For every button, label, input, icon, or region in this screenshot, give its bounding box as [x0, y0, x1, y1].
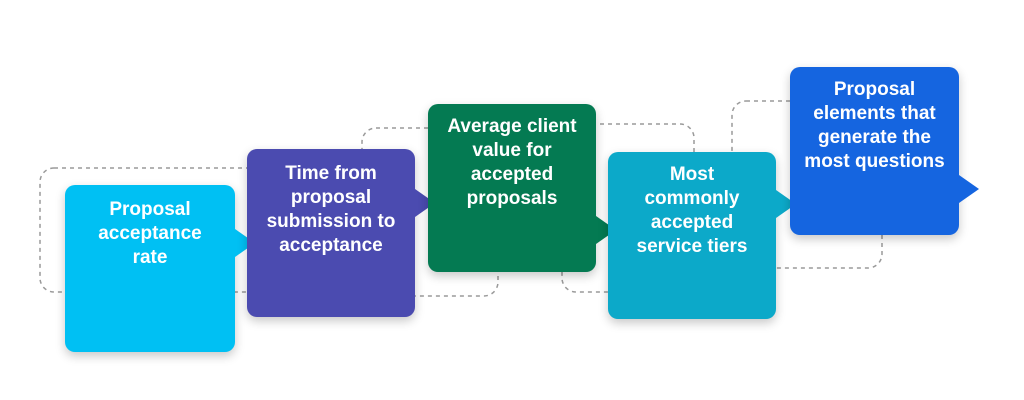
- step-card-service-tiers: Most commonly accepted service tiers: [608, 152, 796, 319]
- step-label: Proposal acceptance rate: [98, 199, 202, 268]
- step-label: Average client value for accepted propos…: [447, 116, 577, 209]
- step-card-acceptance-rate: Proposal acceptance rate: [65, 185, 255, 352]
- step-pointer: [959, 175, 979, 203]
- step-card-proposal-elements: Proposal elements that generate the most…: [790, 67, 979, 235]
- step-label: Most commonly accepted service tiers: [636, 164, 748, 257]
- step-card-time-to-acceptance: Time from proposal submission to accepta…: [247, 149, 435, 317]
- step-label: Time from proposal submission to accepta…: [266, 163, 396, 256]
- step-card-average-client-value: Average client value for accepted propos…: [428, 104, 616, 272]
- step-label: Proposal elements that generate the most…: [804, 79, 945, 172]
